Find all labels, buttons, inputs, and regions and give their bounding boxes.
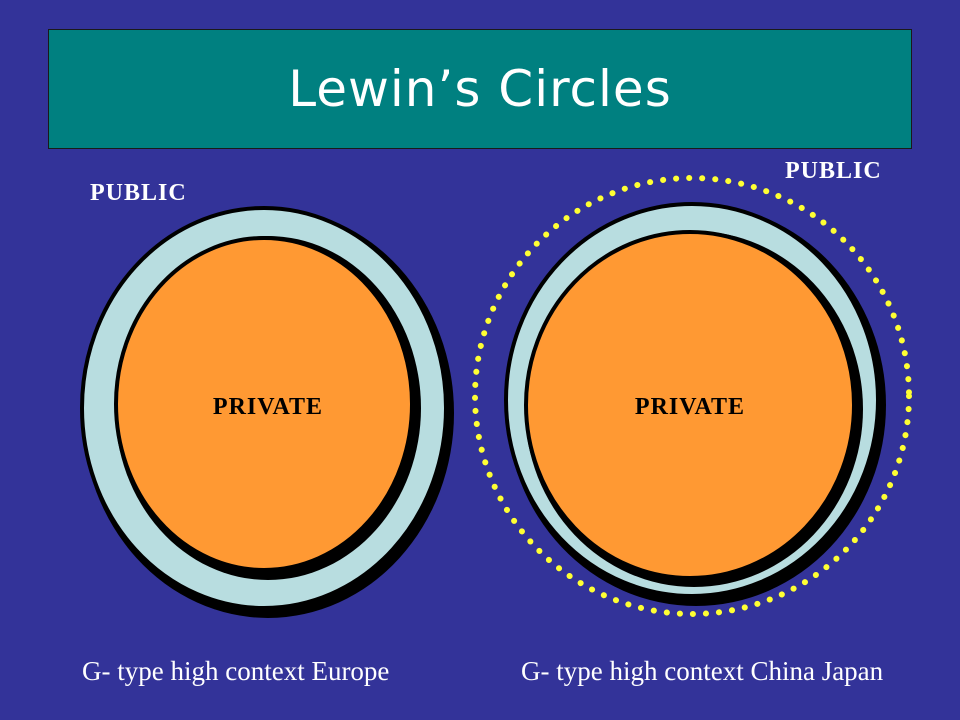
right-private-circle: [524, 230, 856, 580]
right-circle-group: PRIVATE: [472, 175, 912, 617]
left-private-label: PRIVATE: [213, 394, 323, 420]
right-public-label: PUBLIC: [785, 158, 882, 184]
left-public-label: PUBLIC: [90, 180, 187, 206]
right-caption: G- type high context China Japan: [521, 656, 884, 686]
right-dotted-boundary: [472, 175, 912, 617]
title-bar: Lewin’s Circles: [48, 29, 912, 149]
left-caption: G- type high context Europe: [82, 656, 390, 686]
left-private-circle: [114, 236, 414, 572]
left-circle-group: PRIVATE: [80, 206, 454, 618]
right-private-label: PRIVATE: [635, 394, 745, 420]
slide-title: Lewin’s Circles: [288, 60, 672, 118]
